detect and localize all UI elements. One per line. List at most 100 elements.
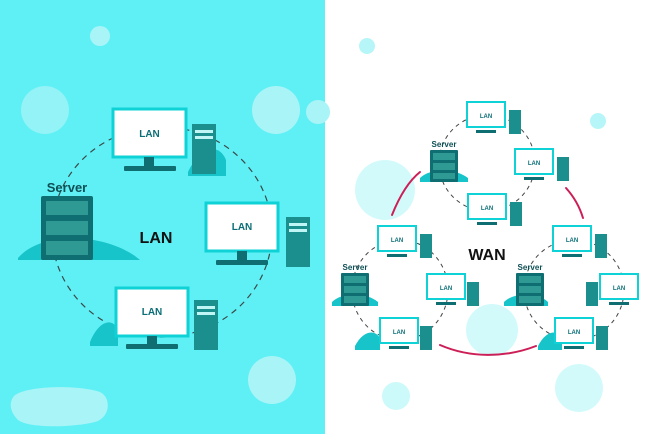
bubble-blob (10, 387, 108, 427)
computer-screen (552, 225, 592, 252)
computer-screen (467, 193, 507, 220)
wan-server-label: Server (518, 263, 543, 272)
server-slot (344, 286, 366, 293)
computer-base (564, 346, 584, 349)
lan-computer-label: LAN (232, 222, 253, 233)
bubble (590, 113, 606, 129)
lan-server (18, 196, 140, 260)
wan-server-label: Server (343, 263, 368, 272)
server-slot (46, 201, 88, 215)
computer-tower (467, 282, 479, 306)
computer-tower (596, 326, 608, 350)
wan-cluster-right: Server LAN LAN LAN (504, 225, 639, 350)
computer-base (124, 166, 176, 171)
bubble (359, 38, 375, 54)
wan-computer-label: LAN (391, 238, 403, 244)
bubble (555, 364, 603, 412)
wan-links (391, 171, 584, 356)
wan-server (504, 273, 548, 306)
tower-highlight (195, 130, 213, 133)
computer-base (476, 130, 496, 133)
computer-tower (586, 282, 598, 306)
computer-tower (595, 234, 607, 258)
computer-shadow (355, 332, 380, 350)
wan-cluster-left: Server LAN LAN LAN (332, 225, 479, 350)
computer-screen (204, 201, 280, 253)
bubble (355, 160, 415, 220)
computer-base (609, 302, 629, 305)
wan-computer-label: LAN (613, 286, 625, 292)
bubble (466, 304, 518, 356)
server-slot (46, 241, 88, 255)
bubble (382, 382, 410, 410)
tower-highlight (197, 312, 215, 315)
wan-link (439, 344, 537, 356)
bubble (21, 86, 69, 134)
computer-screen (377, 225, 417, 252)
server-slot (46, 221, 88, 235)
wan-computer-label: LAN (481, 206, 493, 212)
computer-screen (426, 273, 466, 300)
computer-base (524, 177, 544, 180)
wan-computer-label: LAN (480, 114, 492, 120)
computer-tower (420, 326, 432, 350)
tower-highlight (289, 229, 307, 232)
wan-computer-label: LAN (568, 330, 580, 336)
server-slot (519, 296, 541, 303)
computer-base (126, 344, 178, 349)
tower-highlight (195, 136, 213, 139)
computer-base (216, 260, 268, 265)
bubble (90, 26, 110, 46)
wan-computer-label: LAN (440, 286, 452, 292)
computer-shadow (90, 322, 118, 346)
computer-base (477, 222, 497, 225)
wan-computer-label: LAN (393, 330, 405, 336)
computer-base (436, 302, 456, 305)
computer-screen (554, 317, 594, 344)
computer-stand (144, 157, 154, 166)
server-slot (519, 286, 541, 293)
server-slot (433, 173, 455, 179)
lan-decor-bubbles (10, 26, 330, 427)
computer-screen (599, 273, 639, 300)
computer-tower (420, 234, 432, 258)
computer-tower (509, 110, 521, 134)
computer-stand (237, 251, 247, 260)
computer-screen (514, 148, 554, 175)
computer-base (387, 254, 407, 257)
computer-stand (147, 336, 157, 344)
computer-tower (557, 157, 569, 181)
server-slot (433, 153, 455, 160)
lan-computer-label: LAN (142, 307, 163, 318)
computer-base (562, 254, 582, 257)
wan-server-label: Server (432, 140, 457, 149)
wan-computer-label: LAN (566, 238, 578, 244)
bubble (306, 100, 330, 124)
wan-title: WAN (468, 247, 505, 264)
wan-computer-label: LAN (528, 161, 540, 167)
server-slot (344, 296, 366, 303)
wan-link (391, 171, 421, 216)
wan-cluster-top: Server LAN LAN LAN (420, 101, 569, 226)
lan-computer-top (111, 107, 226, 176)
server-slot (519, 276, 541, 283)
wan-decor-bubbles (355, 38, 606, 412)
server-slot (344, 276, 366, 283)
computer-screen (114, 286, 190, 338)
computer-screen (466, 101, 506, 128)
tower-highlight (289, 223, 307, 226)
bubble (248, 356, 296, 404)
tower-highlight (197, 306, 215, 309)
computer-screen (379, 317, 419, 344)
lan-title: LAN (140, 230, 173, 247)
computer-base (389, 346, 409, 349)
server-slot (433, 163, 455, 170)
lan-computer-bottom (90, 286, 218, 350)
lan-computer-right (204, 201, 310, 267)
lan-computer-label: LAN (139, 129, 160, 140)
bubble (252, 86, 300, 134)
wan-link (565, 187, 584, 219)
lan-server-label: Server (47, 180, 87, 195)
wan-server (420, 150, 468, 182)
